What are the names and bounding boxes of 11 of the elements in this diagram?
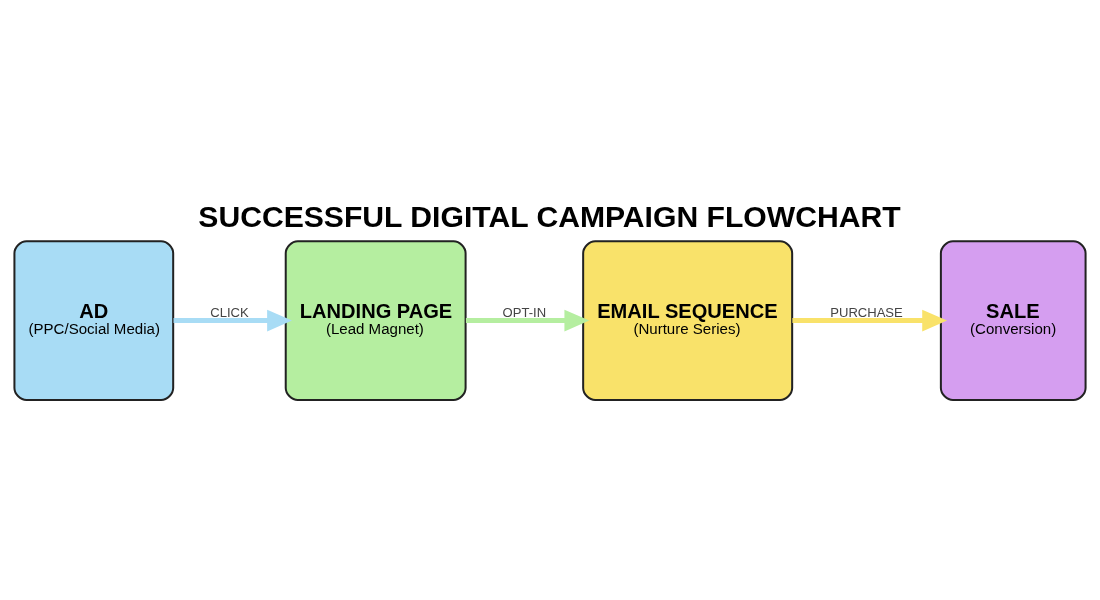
edge-label: CLICK <box>210 304 249 320</box>
node-box: LANDING PAGE (Lead Magnet) <box>284 240 467 401</box>
edge-label: OPT-IN <box>502 304 547 320</box>
node-box: EMAIL SEQUENCE (Nurture Series) <box>582 240 794 401</box>
edge-label: PURCHASE <box>830 304 903 320</box>
arrow <box>792 309 948 332</box>
arrow <box>465 309 590 332</box>
node-box: SALE (Conversion) <box>939 240 1087 401</box>
node-box: AD (PPC/Social Media) <box>13 240 175 401</box>
diagram-title: SUCCESSFUL DIGITAL CAMPAIGN FLOWCHART <box>198 200 901 234</box>
arrow <box>173 309 292 332</box>
